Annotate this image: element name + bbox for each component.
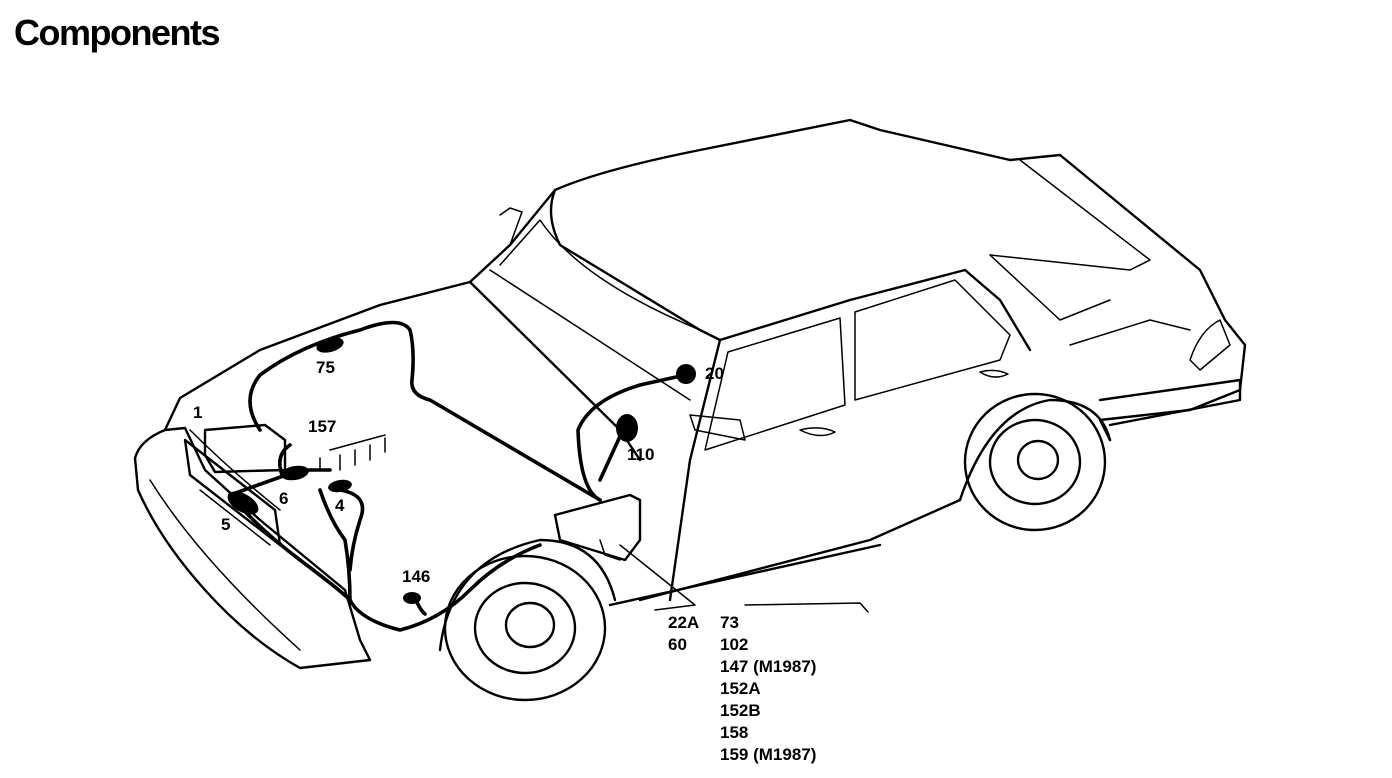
legend-leader	[619, 544, 869, 613]
connector-110	[616, 414, 638, 442]
front-wheel	[443, 554, 607, 702]
legend-left-item: 60	[668, 635, 687, 654]
legend-right-item: 158	[720, 723, 748, 742]
legend-left-item: 22A	[668, 613, 699, 632]
callout-1: 1	[193, 403, 202, 422]
callout-157: 157	[308, 417, 336, 436]
rear-wheel	[963, 392, 1107, 532]
page-title: Components	[14, 12, 221, 53]
legend-right-item: 73	[720, 613, 739, 632]
legend-list: 22A 60 73 102 147 (M1987) 152A 152B 158 …	[668, 613, 816, 764]
connector-6	[281, 465, 309, 481]
connector-146	[403, 592, 421, 604]
engine-bay	[203, 423, 642, 562]
callout-6: 6	[279, 489, 288, 508]
connector-20	[676, 364, 696, 384]
callout-5: 5	[221, 515, 230, 534]
connector-4	[328, 479, 352, 493]
car-body-outline	[133, 118, 1247, 670]
callout-146: 146	[402, 567, 430, 586]
callout-4: 4	[335, 496, 345, 515]
legend-right-item: 152A	[720, 679, 761, 698]
callout-75: 75	[316, 358, 335, 377]
callout-110: 110	[627, 445, 654, 464]
legend-right-item: 159 (M1987)	[720, 745, 816, 764]
callout-20: 20	[705, 364, 724, 383]
legend-right-item: 102	[720, 635, 748, 654]
legend-right-item: 152B	[720, 701, 761, 720]
legend-right-item: 147 (M1987)	[720, 657, 816, 676]
connector-75	[316, 337, 344, 353]
connector-5	[227, 491, 259, 515]
connectors	[227, 337, 696, 604]
